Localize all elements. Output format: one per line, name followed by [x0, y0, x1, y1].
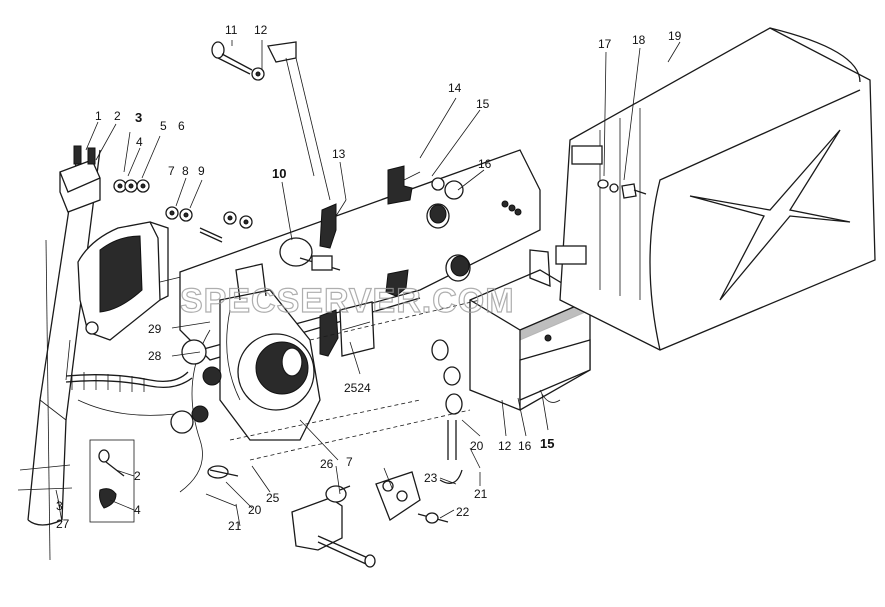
- vertical-rail: [17, 149, 101, 561]
- wiring-harness: [65, 339, 193, 416]
- box-connectors: [431, 339, 463, 484]
- callout-26: 26: [320, 457, 334, 471]
- callout-18: 18: [632, 33, 646, 47]
- electrical-box: [469, 249, 591, 411]
- panel-brackets: [319, 165, 421, 357]
- callout-16: 16: [478, 157, 492, 171]
- callout-9: 9: [198, 164, 205, 178]
- callout-5: 5: [160, 119, 167, 133]
- callout-10: 10: [272, 166, 286, 181]
- callout-3: 3: [135, 110, 142, 125]
- callout-12b: 12: [498, 439, 512, 453]
- round-sensor-plate: [279, 237, 341, 271]
- bolt-17-18: [597, 179, 647, 199]
- callout-4b: 4: [134, 503, 141, 517]
- washer-set-8-9: [165, 206, 253, 243]
- callout-6: 6: [178, 119, 185, 133]
- callout-4: 4: [136, 135, 143, 149]
- cover-housing: [555, 27, 876, 351]
- callout-2524: 2524: [344, 381, 371, 395]
- leader-lines: [55, 40, 681, 527]
- small-nuts: [501, 200, 522, 216]
- callout-1: 1: [95, 109, 102, 123]
- callout-3b: 3: [56, 499, 63, 513]
- callout-25: 25: [266, 491, 280, 505]
- motor-unit: [179, 263, 321, 493]
- callout-22: 22: [456, 505, 470, 519]
- callout-7: 7: [168, 164, 175, 178]
- callout-8: 8: [182, 164, 189, 178]
- callout-21a: 21: [474, 487, 488, 501]
- connector-block: [59, 145, 101, 213]
- callout-11: 11: [225, 23, 238, 37]
- lower-bolt-bracket: [291, 485, 376, 568]
- callout-15b: 15: [540, 436, 554, 451]
- grommets: [170, 339, 222, 434]
- callout-23: 23: [424, 471, 438, 485]
- left-clamp-bracket: [77, 221, 186, 341]
- callout-19: 19: [668, 29, 682, 43]
- washer-set-5-6: [113, 179, 150, 193]
- guide-lines: [229, 299, 481, 461]
- rubber-bushings: [426, 177, 471, 282]
- callout-labels: 1 2 3 4 5 6 7 8 9 10 11 12 13 14 15 16 1…: [56, 23, 682, 533]
- callout-28: 28: [148, 349, 162, 363]
- callout-2: 2: [114, 109, 121, 123]
- cotter-pin-clip: [89, 439, 135, 523]
- callout-20b: 20: [248, 503, 262, 517]
- relay-block: [339, 301, 375, 357]
- callout-7b: 7: [346, 455, 353, 469]
- lower-plate-22: [375, 471, 449, 524]
- callout-13: 13: [332, 147, 346, 161]
- bolt-11-12: [211, 41, 331, 201]
- callout-2b: 2: [134, 469, 141, 483]
- callout-21b: 21: [228, 519, 242, 533]
- callout-15: 15: [476, 97, 490, 111]
- callout-27: 27: [56, 517, 70, 531]
- lower-fitting: [205, 447, 481, 507]
- watermark-text: SPECSERVER.COM: [180, 282, 515, 320]
- callout-12: 12: [254, 23, 268, 37]
- callout-14: 14: [448, 81, 462, 95]
- callout-16b: 16: [518, 439, 532, 453]
- callout-17: 17: [598, 37, 612, 51]
- callout-20a: 20: [470, 439, 484, 453]
- callout-29: 29: [148, 322, 162, 336]
